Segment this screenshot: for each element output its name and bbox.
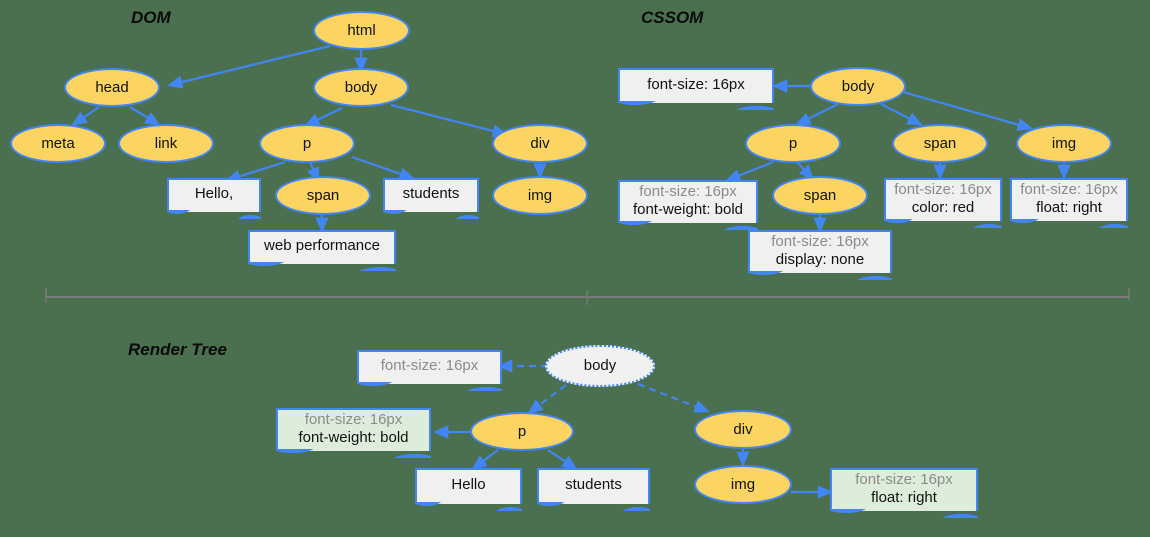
edge-cssom-body-img xyxy=(902,90,1033,131)
edge-dom-body-p xyxy=(304,107,343,127)
cssom-style-box-span-1[interactable]: font-size: 16px color: red xyxy=(884,178,1002,228)
dom-node-span[interactable]: span xyxy=(275,176,371,215)
render-node-p[interactable]: p xyxy=(470,412,574,451)
cssom-node-p-label: p xyxy=(788,134,798,152)
render-style-box-p[interactable]: font-size: 16px font-weight: bold xyxy=(276,408,431,458)
render-node-body-label: body xyxy=(583,357,617,375)
cssom-style-box-span-2[interactable]: font-size: 16px display: none xyxy=(748,230,892,280)
section-title-dom: DOM xyxy=(131,8,171,27)
cssom-node-body[interactable]: body xyxy=(810,67,906,106)
render-style-box-img-line-2: float: right xyxy=(871,488,937,506)
render-node-img-label: img xyxy=(730,475,756,493)
dom-node-div-label: div xyxy=(530,134,550,152)
render-style-box-body-line-1: font-size: 16px xyxy=(380,357,479,375)
cssom-style-box-p-line-1: font-size: 16px xyxy=(639,182,737,200)
render-node-div-label: div xyxy=(733,420,753,438)
cssom-style-box-img[interactable]: font-size: 16px float: right xyxy=(1010,178,1128,228)
dom-node-meta[interactable]: meta xyxy=(10,124,106,163)
dom-node-head-label: head xyxy=(95,78,129,96)
cssom-node-span-2[interactable]: span xyxy=(772,176,868,215)
render-text-hello[interactable]: Hello xyxy=(415,468,522,511)
dom-text-hello-label: Hello, xyxy=(194,185,234,203)
edge-dom-body-div xyxy=(390,103,508,138)
cssom-style-box-span-2-line-1: font-size: 16px xyxy=(771,232,869,250)
dom-node-p-label: p xyxy=(302,134,312,152)
dom-node-div[interactable]: div xyxy=(492,124,588,163)
edge-render-p-students xyxy=(547,449,578,470)
dom-text-web-performance-label: web performance xyxy=(264,237,380,255)
render-node-div[interactable]: div xyxy=(694,410,792,449)
cssom-node-img[interactable]: img xyxy=(1016,124,1112,163)
edge-cssom-p-stylebox xyxy=(725,160,774,182)
cssom-style-box-p[interactable]: font-size: 16px font-weight: bold xyxy=(618,180,758,230)
edge-dom-head-meta xyxy=(71,106,100,126)
dom-node-body-label: body xyxy=(344,78,378,96)
render-text-students[interactable]: students xyxy=(537,468,650,511)
edge-cssom-body-span xyxy=(880,103,923,126)
dom-node-span-label: span xyxy=(306,186,340,204)
dom-text-students-label: students xyxy=(402,185,460,203)
render-style-box-p-line-2: font-weight: bold xyxy=(298,428,409,446)
dom-text-students[interactable]: students xyxy=(383,178,479,219)
cssom-style-box-img-line-2: float: right xyxy=(1036,198,1102,216)
render-node-img[interactable]: img xyxy=(694,465,792,504)
dom-node-link-label: link xyxy=(154,134,178,152)
edge-dom-html-head xyxy=(167,44,331,89)
edge-render-body-p xyxy=(527,384,567,414)
edge-render-p-hello xyxy=(471,449,499,470)
cssom-style-box-span-1-line-1: font-size: 16px xyxy=(894,180,992,198)
cssom-style-box-body-line-1: font-size: 16px xyxy=(647,75,745,93)
edge-render-body-div xyxy=(637,382,710,413)
section-title-cssom: CSSOM xyxy=(641,8,704,27)
render-text-hello-label: Hello xyxy=(451,476,486,494)
dom-node-body[interactable]: body xyxy=(313,68,409,107)
cssom-style-box-span-1-line-2: color: red xyxy=(911,198,975,216)
cssom-style-box-span-2-line-2: display: none xyxy=(775,250,865,268)
dom-node-img-label: img xyxy=(527,186,553,204)
dom-node-meta-label: meta xyxy=(41,134,75,152)
cssom-node-img-label: img xyxy=(1051,134,1077,152)
cssom-node-span-2-label: span xyxy=(803,186,837,204)
render-node-body[interactable]: body xyxy=(545,345,655,387)
dom-node-img[interactable]: img xyxy=(492,176,588,215)
cssom-node-body-label: body xyxy=(841,77,875,95)
dom-text-web-performance[interactable]: web performance xyxy=(248,230,396,271)
dom-node-p[interactable]: p xyxy=(259,124,355,163)
render-style-box-img-line-1: font-size: 16px xyxy=(855,470,953,488)
edge-dom-head-link xyxy=(129,106,161,126)
cssom-node-span-1-label: span xyxy=(923,134,957,152)
edge-cssom-body-p xyxy=(795,103,839,126)
dom-node-html[interactable]: html xyxy=(313,11,410,50)
cssom-style-box-p-line-2: font-weight: bold xyxy=(632,200,744,218)
render-style-box-p-line-1: font-size: 16px xyxy=(304,410,403,428)
edge-dom-p-students xyxy=(351,155,415,181)
render-style-box-img[interactable]: font-size: 16px float: right xyxy=(830,468,978,518)
render-style-box-body[interactable]: font-size: 16px xyxy=(357,350,502,391)
dom-node-head[interactable]: head xyxy=(64,68,160,107)
dom-node-link[interactable]: link xyxy=(118,124,214,163)
cssom-node-p[interactable]: p xyxy=(745,124,841,163)
cssom-style-box-body[interactable]: font-size: 16px xyxy=(618,68,774,110)
section-divider xyxy=(45,288,1130,305)
section-title-render-tree: Render Tree xyxy=(128,340,227,359)
dom-node-html-label: html xyxy=(347,21,376,39)
cssom-node-span-1[interactable]: span xyxy=(892,124,988,163)
dom-text-hello[interactable]: Hello, xyxy=(167,178,261,219)
render-text-students-label: students xyxy=(565,476,622,494)
render-node-p-label: p xyxy=(517,422,527,440)
cssom-style-box-img-line-1: font-size: 16px xyxy=(1020,180,1118,198)
